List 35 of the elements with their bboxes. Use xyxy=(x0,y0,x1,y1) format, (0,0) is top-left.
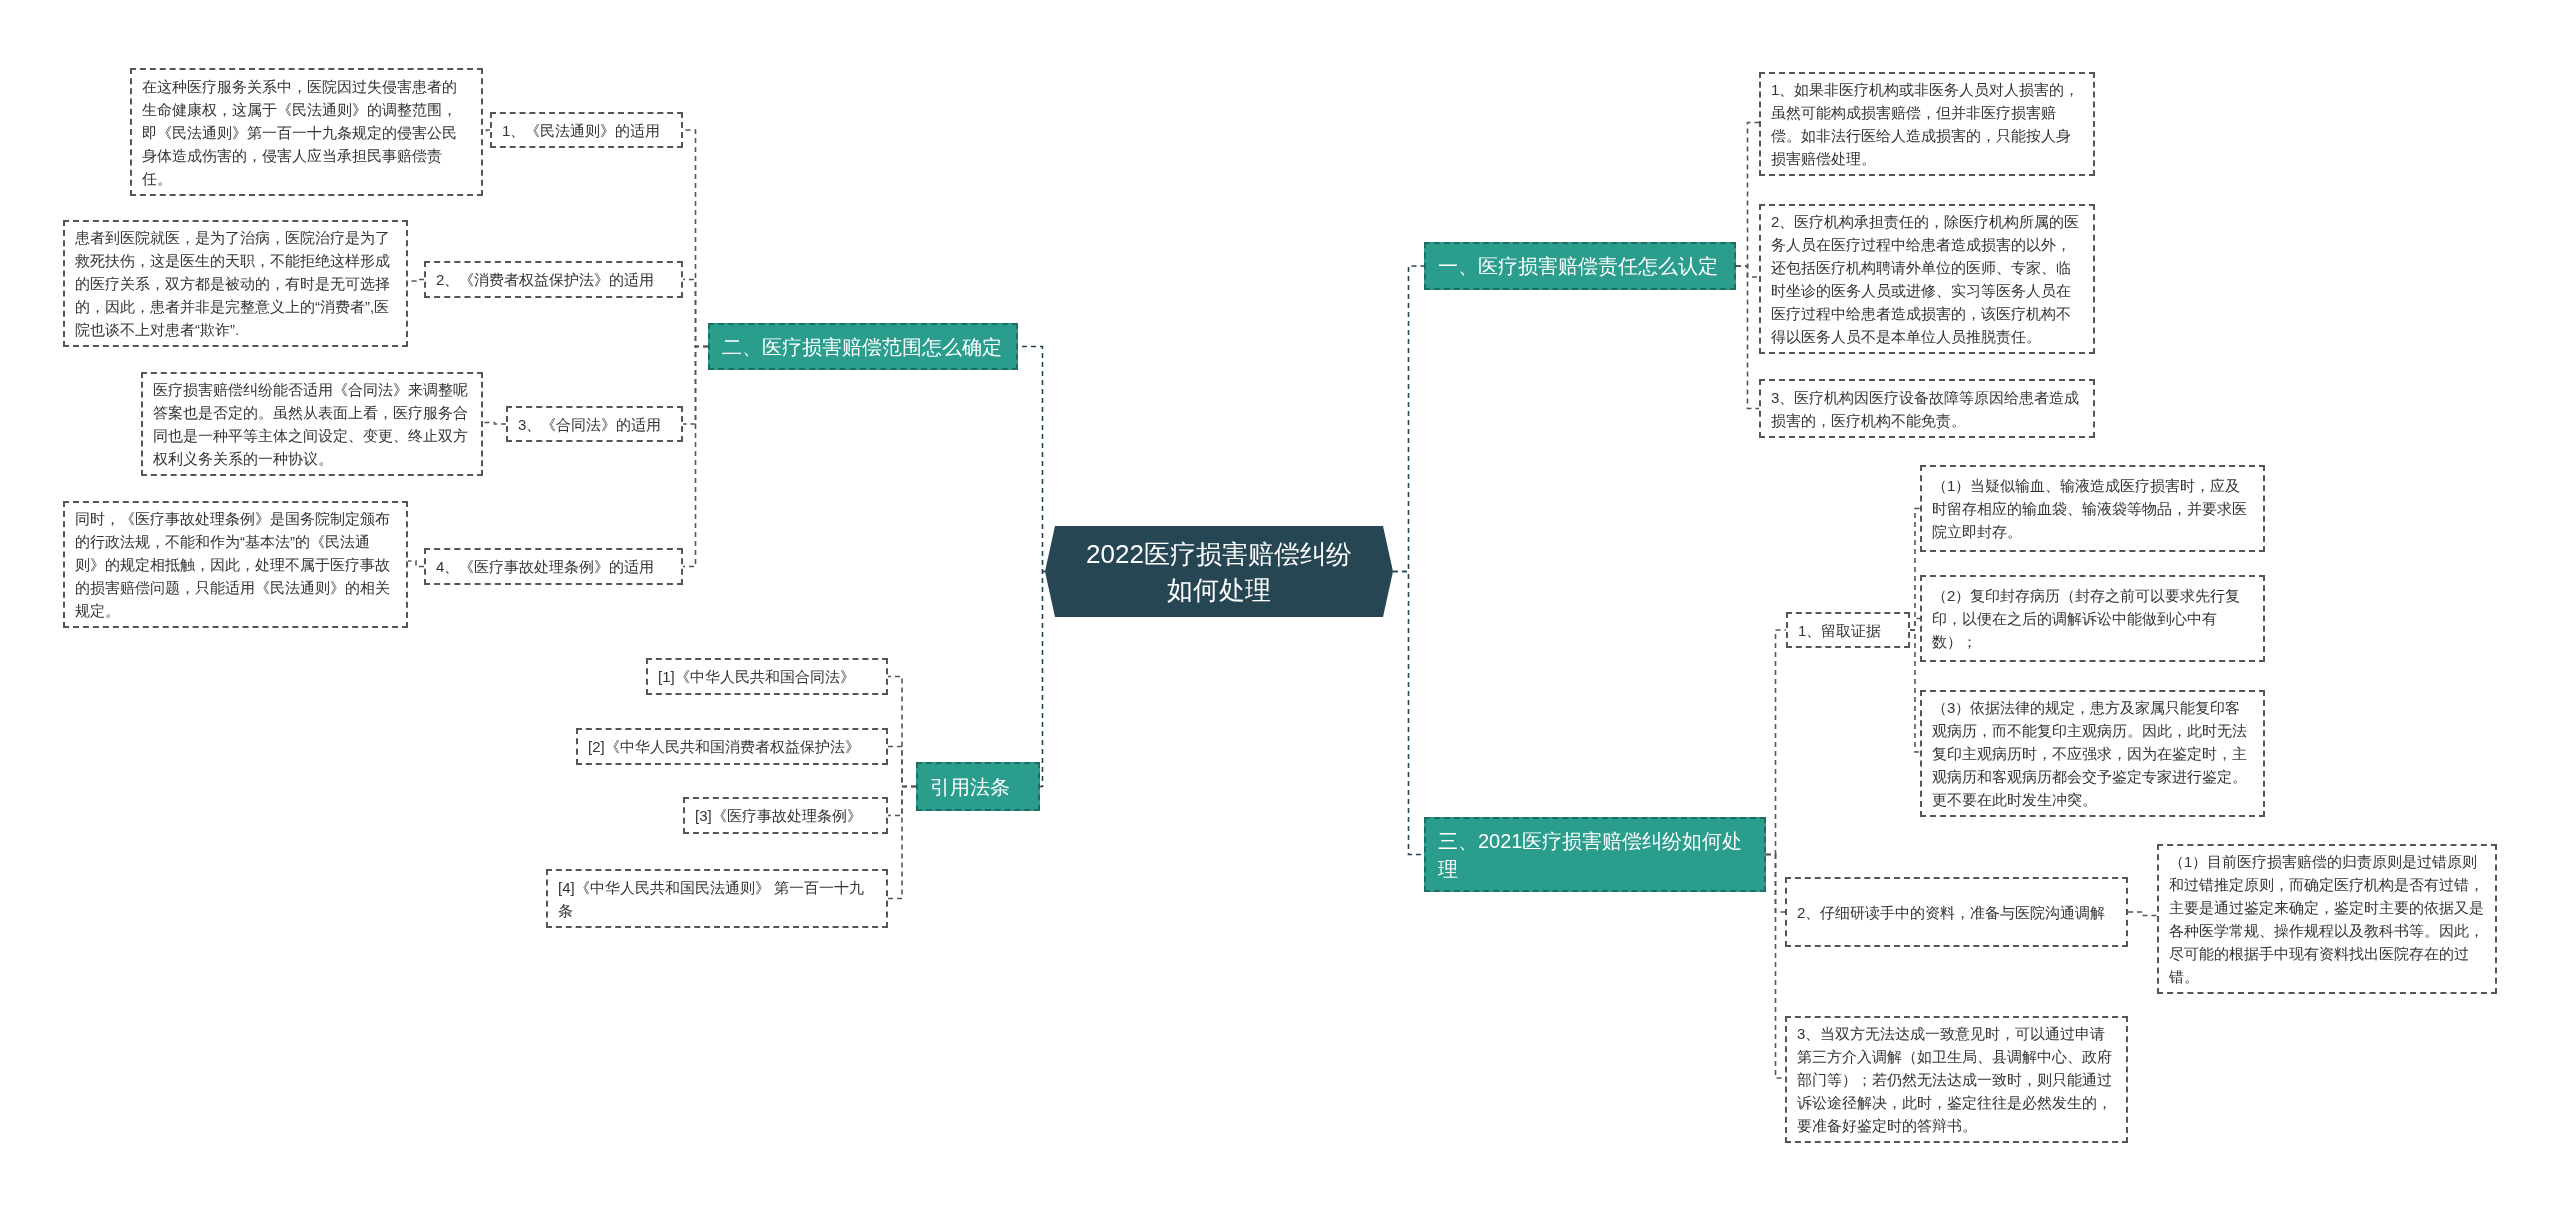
subtopic-box: 医疗损害赔偿纠纷能否适用《合同法》来调整呢答案也是否定的。虽然从表面上看，医疗服务合同也是一种平等主体之间设定、变更、终止双方权利义务关系的一种协议。 xyxy=(141,372,483,476)
subtopic-box: 4、《医疗事故处理条例》的适用 xyxy=(424,548,683,585)
subtopic-box: 3、《合同法》的适用 xyxy=(506,406,683,442)
connector-line xyxy=(2127,911,2158,917)
subtopic-box: 1、《民法通则》的适用 xyxy=(490,112,683,148)
connector-line xyxy=(482,421,507,425)
connector-line xyxy=(1909,629,1921,753)
branch-topic-box: 引用法条 xyxy=(916,762,1040,811)
subtopic-box: 3、医疗机构因医疗设备故障等原因给患者造成损害的，医疗机构不能免责。 xyxy=(1759,379,2095,438)
subtopic-box: 在这种医疗服务关系中，医院因过失侵害患者的生命健康权，这属于《民法通则》的调整范围，即《民法通则》第一百一十九条规定的侵害公民身体造成伤害的，侵害人应当承担民事赔偿责任。 xyxy=(130,68,483,196)
subtopic-box: 2、医疗机构承担责任的，除医疗机构所属的医务人员在医疗过程中给患者造成损害的以外，还包括医疗机构聘请外单位的医师、专家、临时坐诊的医务人员或进修、实习等医务人员在医疗过程中给患者造成损害的，该医疗机构不得以医务人员不是本单位人员推脱责任。 xyxy=(1759,204,2095,354)
subtopic-box: 1、如果非医疗机构或非医务人员对人损害的，虽然可能构成损害赔偿，但并非医疗损害赔偿。如非法行医给人造成损害的，只能按人身损害赔偿处理。 xyxy=(1759,72,2095,176)
subtopic-box: [1]《中华人民共和国合同法》 xyxy=(646,658,888,695)
subtopic-box: （1）目前医疗损害赔偿的归责原则是过错原则和过错推定原则，而确定医疗机构是否有过错，主要是通过鉴定来确定，鉴定时主要的依据又是各种医学常规、操作规程以及教科书等。因此，尽可能的根据手中现有资料找出医院存在的过错。 xyxy=(2157,844,2497,994)
branch-topic-box: 二、医疗损害赔偿范围怎么确定 xyxy=(708,323,1018,370)
connector-line xyxy=(887,785,917,900)
connector-line xyxy=(1735,265,1760,410)
subtopic-box: [3]《医疗事故处理条例》 xyxy=(683,797,888,834)
central-topic-text: 2022医疗损害赔偿纠纷如何处理 xyxy=(1085,537,1353,607)
connector-line xyxy=(1039,570,1046,788)
connector-line xyxy=(682,345,709,568)
subtopic-box: 2、仔细研读手中的资料，准备与医院沟通调解 xyxy=(1785,877,2128,947)
branch-topic-box: 一、医疗损害赔偿责任怎么认定 xyxy=(1424,242,1736,290)
subtopic-box: （1）当疑似输血、输液造成医疗损害时，应及时留存相应的输血袋、输液袋等物品，并要求医院立即封存。 xyxy=(1920,465,2265,552)
subtopic-box: （2）复印封存病历（封存之前可以要求先行复印，以便在之后的调解诉讼中能做到心中有数）； xyxy=(1920,575,2265,662)
subtopic-box: 1、留取证据 xyxy=(1786,612,1910,648)
subtopic-box: [2]《中华人民共和国消费者权益保护法》 xyxy=(576,728,888,765)
subtopic-box: 患者到医院就医，是为了治病，医院治疗是为了救死扶伤，这是医生的天职，不能拒绝这样形成的医疗关系，双方都是被动的，有时是无可选择的，因此，患者并非是完整意义上的“消费者”,医院也谈不上对患者“欺诈”. xyxy=(63,220,408,347)
connector-line xyxy=(407,560,425,568)
subtopic-box: 2、《消费者权益保护法》的适用 xyxy=(424,261,683,298)
subtopic-box: 同时，《医疗事故处理条例》是国务院制定颁布的行政法规，不能和作为“基本法”的《民法通则》的规定相抵触，因此，处理不属于医疗事故的损害赔偿问题，只能适用《民法通则》的相关规定。 xyxy=(63,501,408,628)
subtopic-box: [4]《中华人民共和国民法通则》 第一百一十九条 xyxy=(546,869,888,928)
subtopic-box: 3、当双方无法达成一致意见时，可以通过申请第三方介入调解（如卫生局、县调解中心、政府部门等）；若仍然无法达成一致时，则只能通过诉讼途径解决，此时，鉴定往往是必然发生的，要准备好鉴定时的答辩书。 xyxy=(1785,1016,2128,1143)
branch-topic-box: 三、2021医疗损害赔偿纠纷如何处理 xyxy=(1424,817,1766,892)
subtopic-box: （3）依据法律的规定，患方及家属只能复印客观病历，而不能复印主观病历。因此，此时无法复印主观病历时，不应强求，因为在鉴定时，主观病历和客观病历都会交予鉴定专家进行鉴定。更不要在此时发生冲突。 xyxy=(1920,690,2265,817)
